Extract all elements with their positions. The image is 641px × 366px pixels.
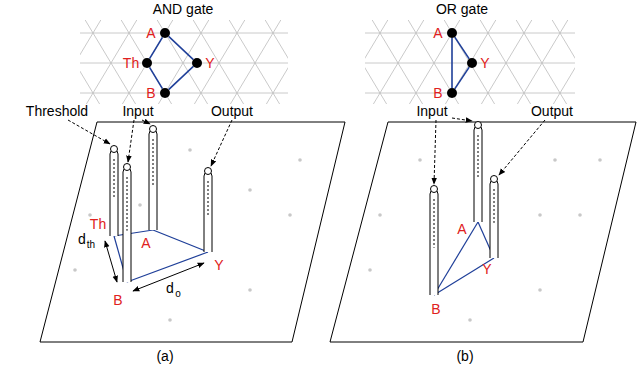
substrate-plane bbox=[330, 122, 636, 342]
lattice bbox=[80, 20, 288, 104]
lattice-site: Y bbox=[467, 58, 477, 68]
post-label: B bbox=[113, 293, 122, 307]
post-label: Th bbox=[90, 217, 106, 231]
lattice-site: A bbox=[447, 28, 457, 38]
coupling-edge bbox=[150, 37, 163, 58]
panel-caption: (b) bbox=[456, 349, 473, 363]
pointer-arrows bbox=[68, 118, 545, 184]
site-label: B bbox=[146, 86, 155, 100]
lattice-site: Th bbox=[142, 58, 152, 68]
pointer-label: Output bbox=[531, 104, 573, 118]
lattice bbox=[365, 20, 575, 104]
lattice-site: B bbox=[447, 88, 457, 98]
dimension-symbol: d bbox=[78, 232, 86, 246]
lattice-site: A bbox=[160, 28, 170, 38]
post-label: B bbox=[431, 302, 440, 316]
coupling-edge bbox=[455, 67, 469, 89]
dimension-subscript: th bbox=[87, 240, 95, 250]
site-label: Th bbox=[123, 56, 139, 70]
panel-caption: (a) bbox=[156, 349, 173, 363]
site-label: A bbox=[146, 26, 155, 40]
pointer-label: Input bbox=[122, 104, 153, 118]
post-label: A bbox=[141, 236, 150, 250]
site-label: B bbox=[433, 86, 442, 100]
site-label: Y bbox=[205, 56, 214, 70]
pointer-label: Input bbox=[416, 104, 447, 118]
pointer-label: Output bbox=[211, 104, 253, 118]
post-label: Y bbox=[214, 258, 223, 272]
coupling-edge bbox=[451, 38, 453, 88]
lattice-site: Y bbox=[192, 58, 202, 68]
post-label: Y bbox=[482, 262, 491, 276]
coupling-edge bbox=[455, 37, 469, 59]
resonator-posts bbox=[110, 122, 498, 296]
post-label: A bbox=[457, 222, 466, 236]
pointer-label: Threshold bbox=[26, 104, 88, 118]
site-label: A bbox=[433, 26, 442, 40]
site-label: Y bbox=[480, 56, 489, 70]
panel-title: OR gate bbox=[436, 2, 488, 16]
coupling-edge bbox=[169, 36, 194, 59]
lattice-site: B bbox=[160, 88, 170, 98]
panel-title: AND gate bbox=[153, 2, 214, 16]
substrate-plane bbox=[40, 122, 345, 342]
dimension-symbol: d bbox=[166, 281, 174, 295]
coupling-edge bbox=[169, 66, 194, 89]
distance-arrows bbox=[105, 241, 204, 291]
dimension-subscript: o bbox=[175, 289, 181, 299]
